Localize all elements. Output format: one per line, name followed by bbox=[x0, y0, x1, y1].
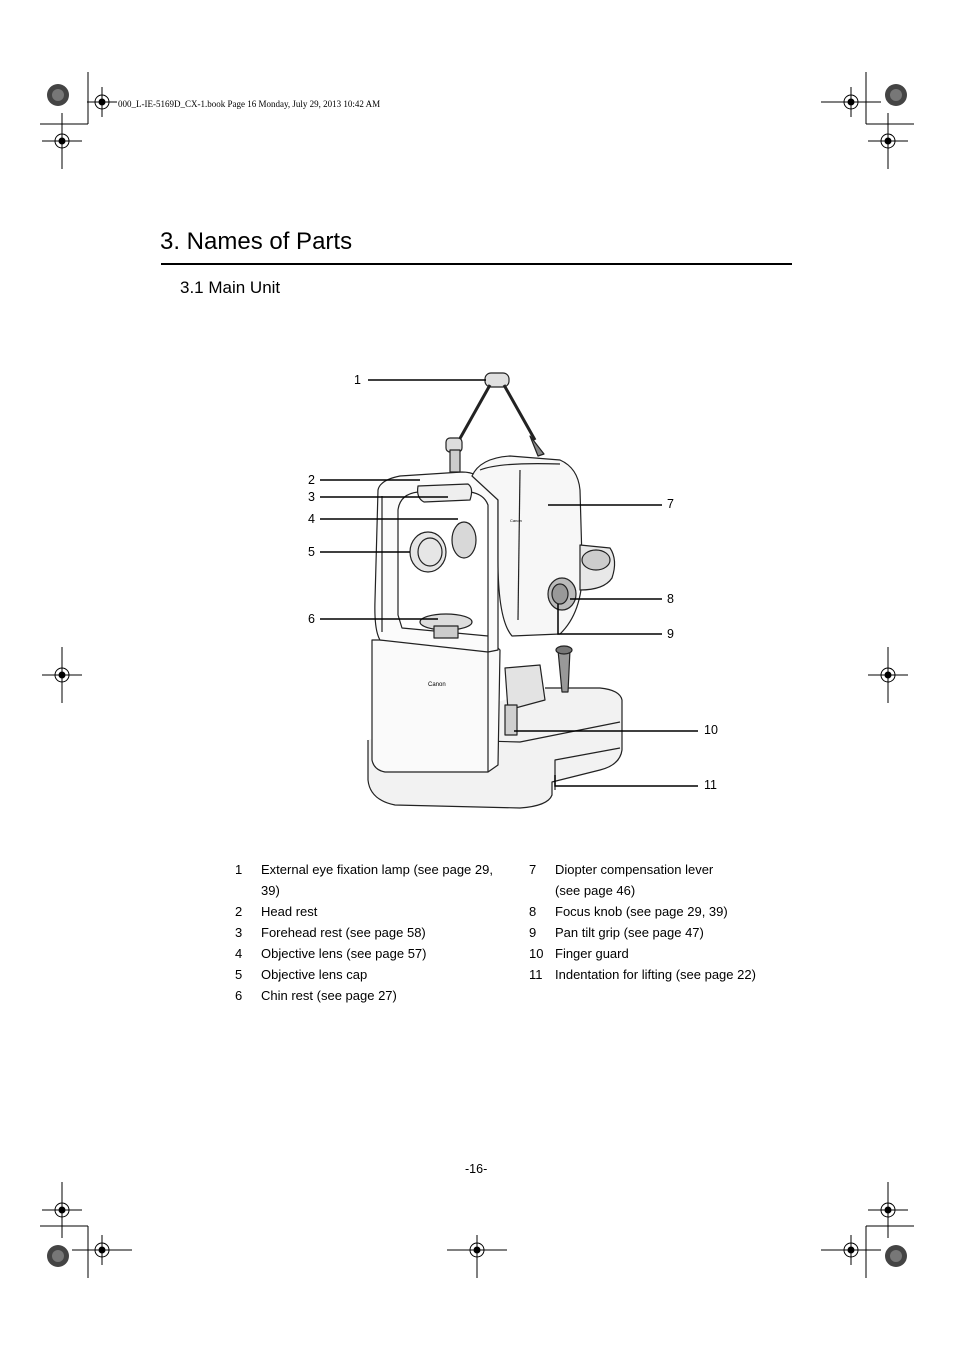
title-rule bbox=[161, 263, 792, 265]
callout-8: 8 bbox=[667, 592, 674, 606]
leader-lines bbox=[320, 379, 698, 787]
color-bar-circles bbox=[47, 84, 907, 1267]
callout-5: 5 bbox=[308, 545, 315, 559]
canon-logo-head: Canon bbox=[510, 518, 522, 523]
page-number: -16- bbox=[465, 1162, 488, 1176]
callout-10: 10 bbox=[704, 723, 718, 737]
callout-2: 2 bbox=[308, 473, 315, 487]
crosshair-targets bbox=[42, 87, 908, 1278]
callout-11: 11 bbox=[704, 778, 717, 792]
subsection-title: 3.1 Main Unit bbox=[180, 278, 281, 297]
print-header-note: 000_L-IE-5169D_CX-1.book Page 16 Monday,… bbox=[118, 99, 381, 109]
canon-logo-body: Canon bbox=[428, 682, 446, 688]
callout-1: 1 bbox=[354, 373, 361, 387]
callout-4: 4 bbox=[308, 512, 315, 526]
section-title: 3. Names of Parts bbox=[160, 228, 353, 255]
callout-6: 6 bbox=[308, 612, 315, 626]
callout-9: 9 bbox=[667, 627, 674, 641]
callout-7: 7 bbox=[667, 497, 674, 511]
callout-3: 3 bbox=[308, 490, 315, 504]
